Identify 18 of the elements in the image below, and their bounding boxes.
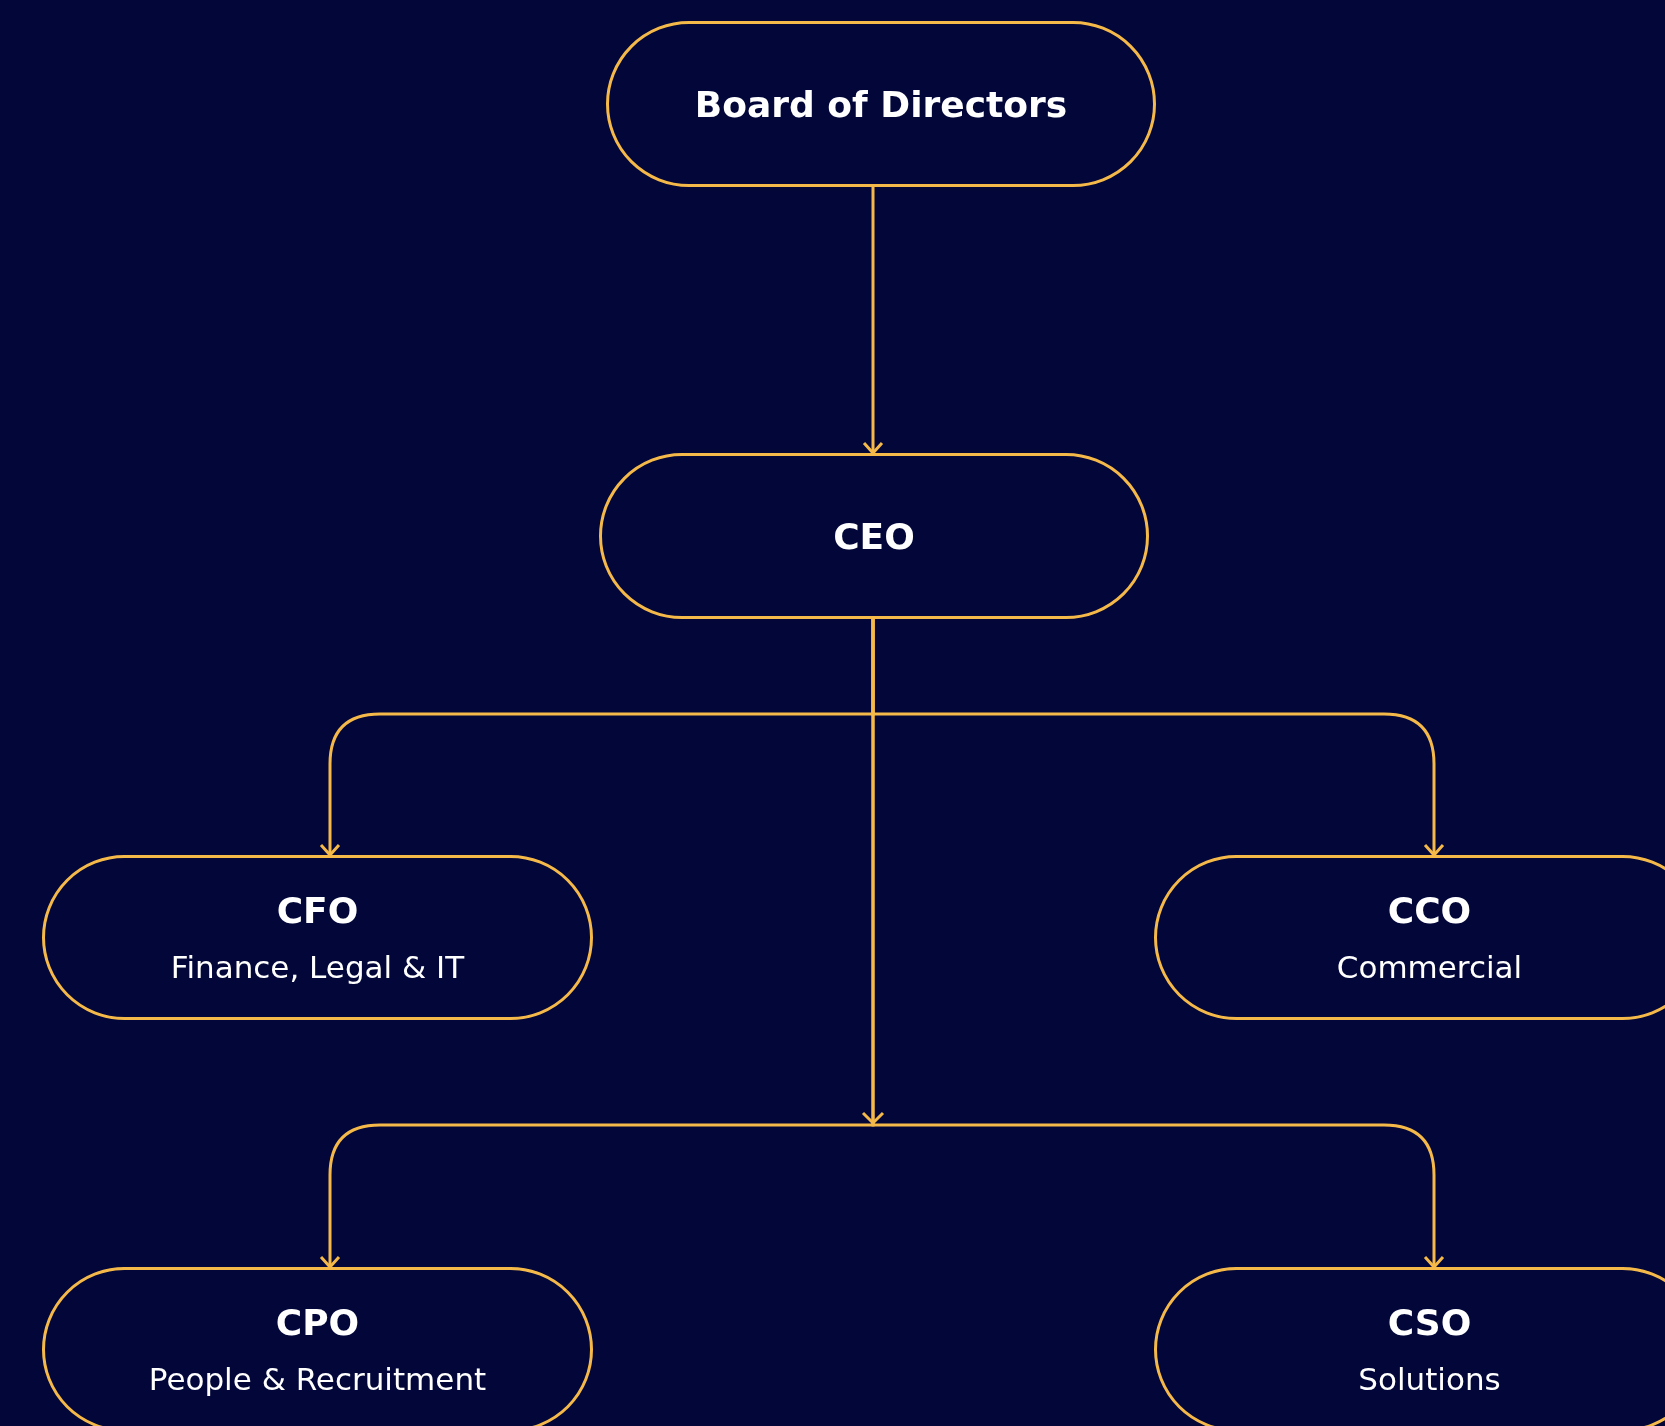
role-description: Solutions [1358,1361,1501,1397]
rounded-node-box [42,1267,593,1426]
rounded-node-box [1154,1267,1665,1426]
role-description: Commercial [1336,949,1523,985]
role-title: CSO [1387,1302,1472,1343]
role-title: CCO [1387,890,1472,931]
connector-arrow [871,619,1445,1269]
connector-arrow [862,187,884,455]
role-description: People & Recruitment [148,1361,487,1397]
role-title: Board of Directors [694,83,1068,125]
rounded-node-box [606,21,1156,187]
role-title: CPO [275,1302,360,1343]
role-title: CFO [276,890,359,931]
rounded-node-box [1154,855,1665,1020]
rounded-node-box [42,855,593,1020]
rounded-node-box [599,453,1149,619]
role-title: CEO [833,515,915,557]
role-description: Finance, Legal & IT [170,949,465,985]
